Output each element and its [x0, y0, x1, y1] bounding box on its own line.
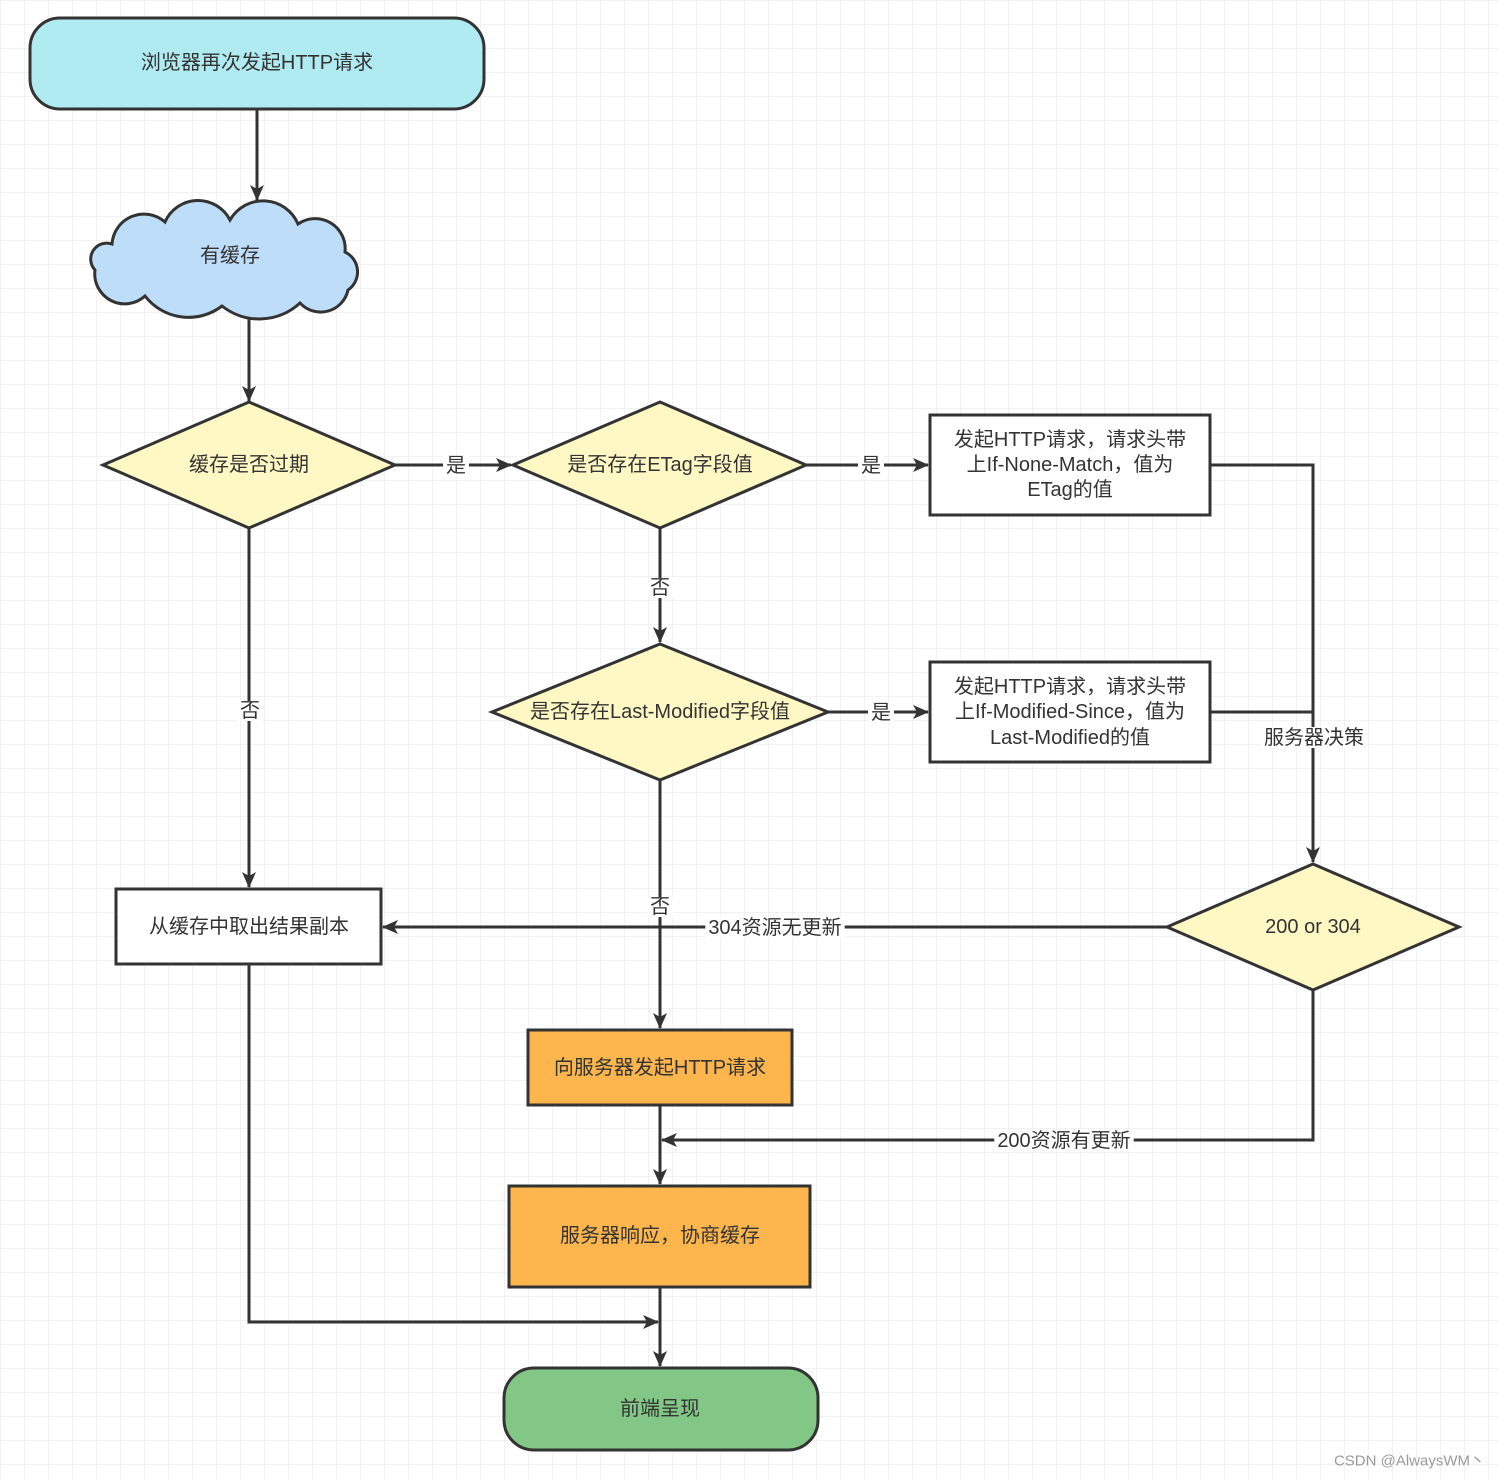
- node-if-none-match-request: 发起HTTP请求，请求头带 上If-None-Match，值为 ETag的值: [928, 413, 1212, 517]
- start-label: 浏览器再次发起HTTP请求: [141, 51, 373, 74]
- if-none-match-line-2: 上If-None-Match，值为: [967, 453, 1174, 476]
- node-start: 浏览器再次发起HTTP请求: [28, 16, 486, 111]
- cache-expired-label: 缓存是否过期: [189, 453, 309, 476]
- edge-label-text: 是: [446, 455, 466, 477]
- edge-label-expired-no: 否: [237, 700, 263, 722]
- decision-diamond: [1163, 862, 1463, 992]
- if-modified-since-line-3: Last-Modified的值: [990, 726, 1150, 749]
- edge-label-text: 304资源无更新: [708, 916, 841, 939]
- edge-label-background: [705, 917, 845, 938]
- decision-diamond: [509, 400, 810, 530]
- end-terminal-shape: [502, 1366, 820, 1452]
- edge-label-text: 服务器决策: [1264, 726, 1364, 749]
- node-last-modified-exists: 是否存在Last-Modified字段值: [488, 642, 832, 782]
- send-request-label: 向服务器发起HTTP请求: [554, 1056, 766, 1079]
- edge-label-background: [647, 897, 673, 917]
- edge-cache-copy-to-render: [247, 964, 659, 1329]
- edge-label-text: 否: [240, 700, 260, 722]
- if-modified-since-line-1: 发起HTTP请求，请求头带: [954, 675, 1186, 698]
- decision-diamond: [99, 400, 399, 530]
- edge-label-background: [443, 456, 469, 476]
- node-server-response: 服务器响应，协商缓存: [507, 1184, 812, 1289]
- has-cache-label: 有缓存: [200, 244, 260, 267]
- if-none-match-line-1: 发起HTTP请求，请求头带: [954, 428, 1186, 451]
- server-process-box: [526, 1028, 794, 1107]
- if-modified-since-line-2: 上If-Modified-Since，值为: [955, 700, 1185, 723]
- edge-label-etag-no: 否: [647, 577, 673, 599]
- edge-label-background: [868, 703, 894, 723]
- if-none-match-line-3: ETag的值: [1027, 478, 1113, 501]
- edge-label-text: 200资源有更新: [997, 1129, 1130, 1152]
- process-box: [928, 413, 1212, 517]
- render-label: 前端呈现: [620, 1397, 700, 1420]
- decision-diamond: [488, 642, 832, 782]
- edge-label-text: 是: [861, 455, 881, 477]
- edge-label-background: [237, 701, 263, 721]
- node-status-decision: 200 or 304: [1163, 862, 1463, 992]
- edge-label-etag-yes: 是: [858, 455, 884, 477]
- server-process-box: [507, 1184, 812, 1289]
- edge-label-not-modified: 304资源无更新: [705, 916, 845, 939]
- node-render: 前端呈现: [502, 1366, 820, 1452]
- node-cache-expired: 缓存是否过期: [99, 400, 399, 530]
- read-from-cache-label: 从缓存中取出结果副本: [149, 915, 349, 938]
- start-terminal-shape: [28, 16, 486, 111]
- edge-label-background: [1261, 727, 1367, 748]
- edge-label-text: 否: [650, 896, 670, 918]
- edge-label-server-decision: 服务器决策: [1261, 726, 1367, 749]
- node-if-modified-since-request: 发起HTTP请求，请求头带 上If-Modified-Since，值为 Last…: [928, 660, 1212, 764]
- cloud-shape: [89, 198, 359, 321]
- process-box: [114, 887, 383, 966]
- edge-label-background: [994, 1130, 1134, 1151]
- last-modified-exists-label: 是否存在Last-Modified字段值: [530, 700, 790, 723]
- node-send-request: 向服务器发起HTTP请求: [526, 1028, 794, 1107]
- node-etag-exists: 是否存在ETag字段值: [509, 400, 810, 530]
- edge-label-last-modified-no: 否: [647, 896, 673, 918]
- edge-decision-to-response: [661, 990, 1315, 1147]
- status-decision-label: 200 or 304: [1265, 916, 1361, 938]
- edge-label-background: [647, 578, 673, 598]
- process-box: [928, 660, 1212, 764]
- node-read-from-cache: 从缓存中取出结果副本: [114, 887, 383, 966]
- edge-labels: 是 是 否 是 否 否 服务器决策 304资源无更新: [237, 455, 1367, 1152]
- etag-exists-label: 是否存在ETag字段值: [567, 453, 753, 476]
- edge-label-text: 否: [650, 577, 670, 599]
- edge-label-text: 是: [871, 702, 891, 724]
- edge-label-background: [858, 456, 884, 476]
- edge-label-last-modified-yes: 是: [868, 702, 894, 724]
- server-response-label: 服务器响应，协商缓存: [560, 1224, 760, 1247]
- edge-label-expired-yes: 是: [443, 455, 469, 477]
- edge-label-modified: 200资源有更新: [994, 1129, 1134, 1152]
- node-has-cache: 有缓存: [89, 198, 359, 321]
- watermark: CSDN @AlwaysWM丶: [1334, 1453, 1485, 1470]
